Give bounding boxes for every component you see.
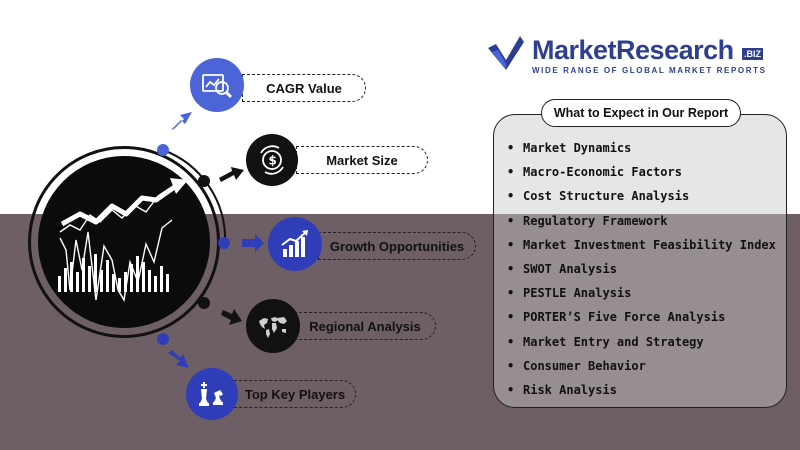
cagr-value-label: CAGR Value — [242, 74, 366, 102]
logo-tagline: WIDE RANGE OF GLOBAL MARKET REPORTS — [532, 66, 767, 75]
list-item: •Regulatory Framework — [507, 213, 668, 228]
hub-circle — [38, 156, 210, 328]
magnifier-chart-icon — [190, 58, 244, 112]
world-map-icon — [246, 299, 300, 353]
svg-text:$: $ — [269, 154, 277, 168]
arrow-cagr — [171, 112, 192, 130]
top-key-players-label: Top Key Players — [234, 380, 356, 408]
arrow-size — [219, 167, 244, 182]
list-item: •PESTLE Analysis — [507, 286, 632, 301]
market-size-label: Market Size — [296, 146, 428, 174]
logo-check-icon — [488, 36, 524, 70]
chess-pieces-icon — [186, 368, 238, 420]
list-item: •Risk Analysis — [507, 382, 617, 397]
list-item: •Market Investment Feasibility Index — [507, 237, 776, 252]
report-title: What to Expect in Our Report — [541, 99, 741, 127]
list-item: •Market Entry and Strategy — [507, 334, 704, 349]
regional-analysis-label: Regional Analysis — [294, 312, 436, 340]
list-item: •Market Dynamics — [507, 141, 632, 155]
marketresearch-logo[interactable]: MarketResearch .BIZ WIDE RANGE OF GLOBAL… — [486, 34, 786, 78]
growth-chart-icon — [268, 217, 322, 271]
report-panel — [493, 114, 787, 408]
list-item: •Macro-Economic Factors — [507, 165, 682, 180]
dollar-cycle-icon: $ — [246, 134, 298, 186]
logo-suffix: .BIZ — [742, 48, 763, 60]
list-item: •SWOT Analysis — [507, 261, 617, 276]
growth-opportunities-label: Growth Opportunities — [318, 232, 476, 260]
list-item: •PORTER’S Five Force Analysis — [507, 310, 726, 325]
logo-name: MarketResearch — [532, 35, 734, 65]
list-item: •Cost Structure Analysis — [507, 189, 690, 204]
list-item: •Consumer Behavior — [507, 358, 646, 373]
report-list: •Market Dynamics •Macro-Economic Factors… — [507, 138, 776, 404]
